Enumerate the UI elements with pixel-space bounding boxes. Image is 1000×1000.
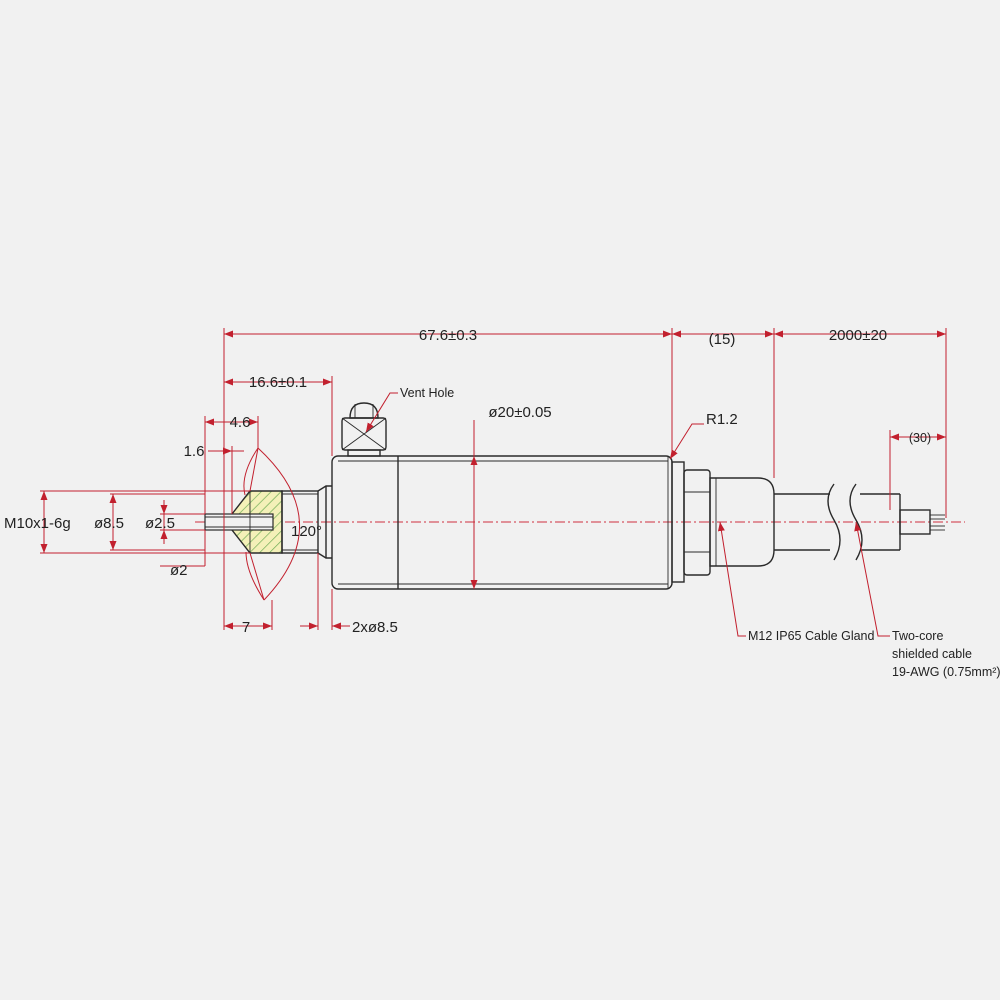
tip-length-label: 4.6 <box>230 414 251 431</box>
extension-lines <box>40 328 947 630</box>
cone-angle-label: 120° <box>291 523 322 540</box>
vent-hole-label: Vent Hole <box>400 386 454 400</box>
sensor-body <box>331 455 673 590</box>
dia-8-5-label: ø8.5 <box>94 515 124 532</box>
cable-gland <box>671 461 775 583</box>
dia-2-5-label: ø2.5 <box>145 515 175 532</box>
thread-section <box>281 485 332 559</box>
leader-vent-hole <box>365 392 398 433</box>
leader-radius <box>669 423 704 460</box>
thread-label: M10x1-6g <box>4 515 71 532</box>
cable-label-line2: shielded cable <box>892 647 972 661</box>
body-dia-label: ø20±0.05 <box>488 404 551 421</box>
tip-bore <box>204 513 274 531</box>
radius-label: R1.2 <box>706 411 738 428</box>
leader-cable-gland <box>717 521 746 637</box>
leader-cable <box>854 521 890 637</box>
cone-angle-arc <box>257 447 300 601</box>
wire-strip-label: (30) <box>909 431 931 445</box>
cable-label-line1: Two-core <box>892 629 943 643</box>
tip-step-label: 1.6 <box>184 443 205 460</box>
cable-length-label: 2000±20 <box>829 327 887 344</box>
vent-hole <box>341 402 387 457</box>
cable-label-line3: 19-AWG (0.75mm²) <box>892 665 1000 679</box>
seat-length-label: 7 <box>242 619 250 636</box>
total-length-label: 67.6±0.3 <box>419 327 477 344</box>
cable-gland-label: M12 IP65 Cable Gland <box>748 629 875 643</box>
thread-length-label: 16.6±0.1 <box>249 374 307 391</box>
flats-label: 2xø8.5 <box>352 619 398 636</box>
dia-2-label: ø2 <box>170 562 188 579</box>
gland-length-label: (15) <box>709 331 736 348</box>
